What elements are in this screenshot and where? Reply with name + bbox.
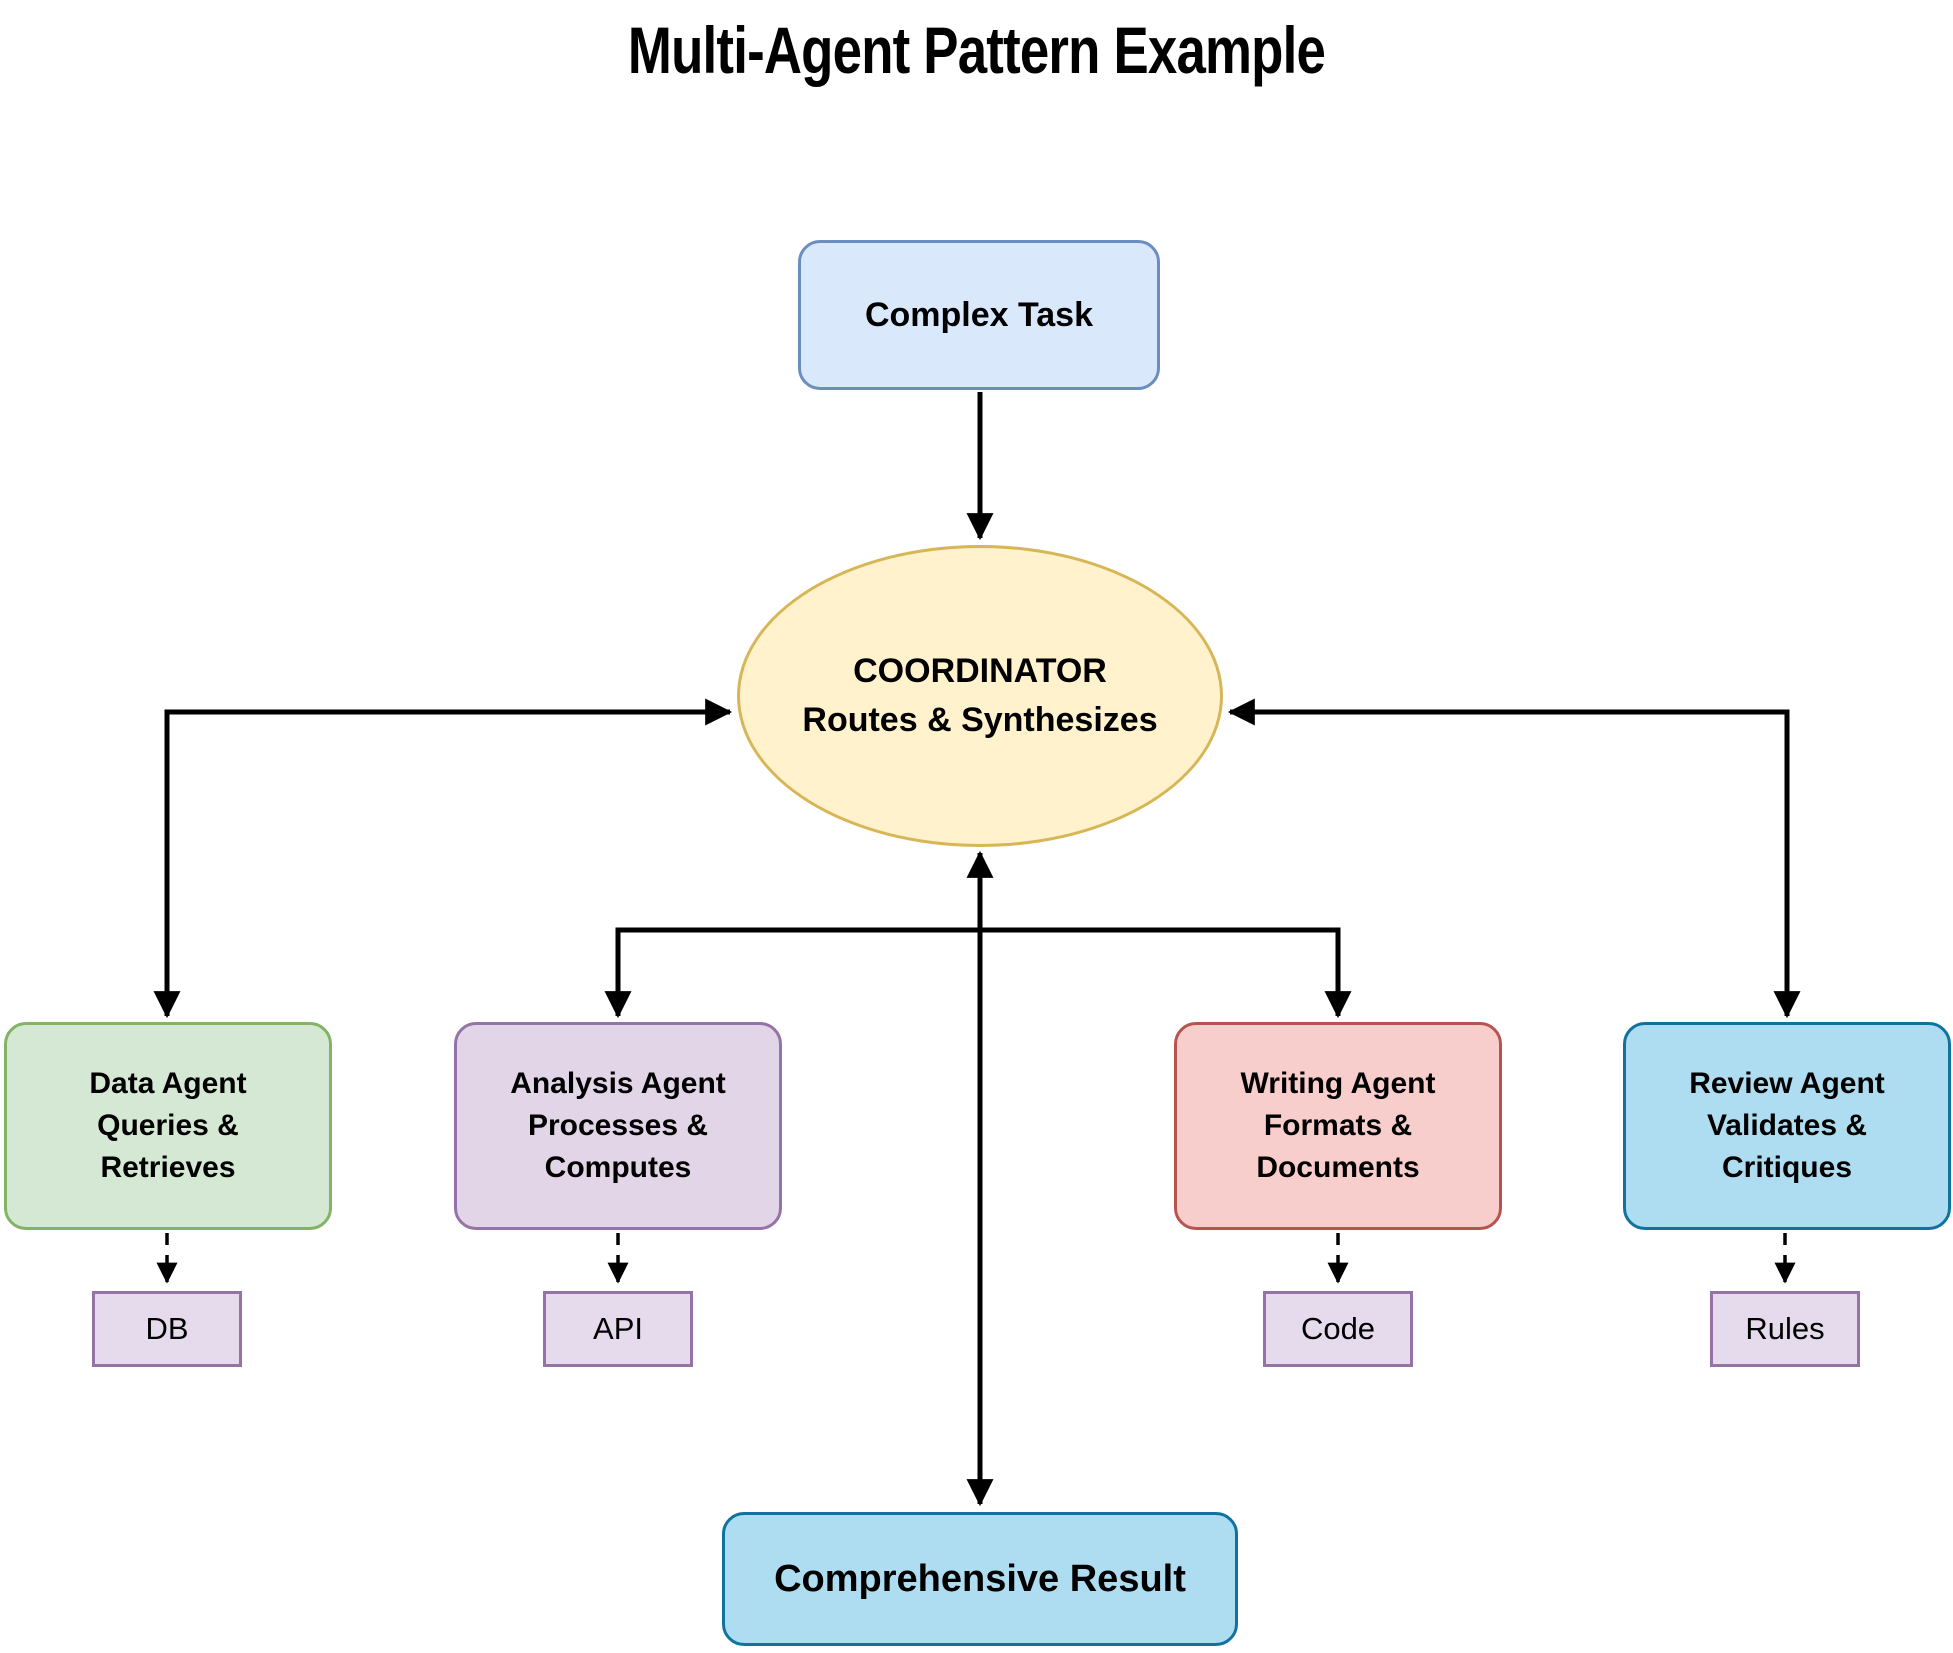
edge-coordinator-data-agent <box>153 698 733 1019</box>
node-comprehensive-result: Comprehensive Result <box>722 1512 1238 1646</box>
node-review-agent: Review Agent Validates & Critiques <box>1623 1022 1951 1230</box>
coordinator-label-line2: Routes & Synthesizes <box>802 701 1158 739</box>
code-label: Code <box>1300 1311 1376 1346</box>
data-agent-label-line3: Retrieves <box>100 1151 236 1184</box>
analysis-agent-label-line2: Processes & <box>527 1109 709 1142</box>
db-label: DB <box>145 1311 189 1346</box>
data-agent-label-line1: Data Agent <box>89 1067 247 1100</box>
writing-agent-label-line3: Documents <box>1256 1151 1420 1184</box>
review-agent-label-line2: Validates & <box>1706 1109 1868 1142</box>
rules-label: Rules <box>1745 1311 1825 1346</box>
coordinator-label-line1: COORDINATOR <box>853 651 1107 690</box>
edge-branch-analysis-writing <box>604 927 1352 1019</box>
writing-agent-label-line2: Formats & <box>1263 1109 1413 1142</box>
edge-coordinator-review-agent <box>1227 698 1801 1019</box>
node-complex-task: Complex Task <box>798 240 1160 390</box>
node-db: DB <box>92 1291 242 1367</box>
writing-agent-label-line1: Writing Agent <box>1240 1067 1436 1100</box>
review-agent-label-line3: Critiques <box>1721 1151 1853 1184</box>
node-writing-agent: Writing Agent Formats & Documents <box>1174 1022 1502 1230</box>
node-coordinator: COORDINATOR Routes & Synthesizes <box>737 545 1223 847</box>
node-rules: Rules <box>1710 1291 1860 1367</box>
node-code: Code <box>1263 1291 1413 1367</box>
data-agent-label-line2: Queries & <box>97 1109 239 1142</box>
complex-task-label: Complex Task <box>864 295 1093 334</box>
node-api: API <box>543 1291 693 1367</box>
diagram-title: Multi-Agent Pattern Example <box>627 13 1326 87</box>
comprehensive-result-label: Comprehensive Result <box>774 1557 1186 1600</box>
node-analysis-agent: Analysis Agent Processes & Computes <box>454 1022 782 1230</box>
review-agent-label-line1: Review Agent <box>1689 1067 1885 1100</box>
analysis-agent-label-line3: Computes <box>544 1151 692 1184</box>
analysis-agent-label-line1: Analysis Agent <box>510 1067 726 1100</box>
node-data-agent: Data Agent Queries & Retrieves <box>4 1022 332 1230</box>
api-label: API <box>593 1311 643 1346</box>
